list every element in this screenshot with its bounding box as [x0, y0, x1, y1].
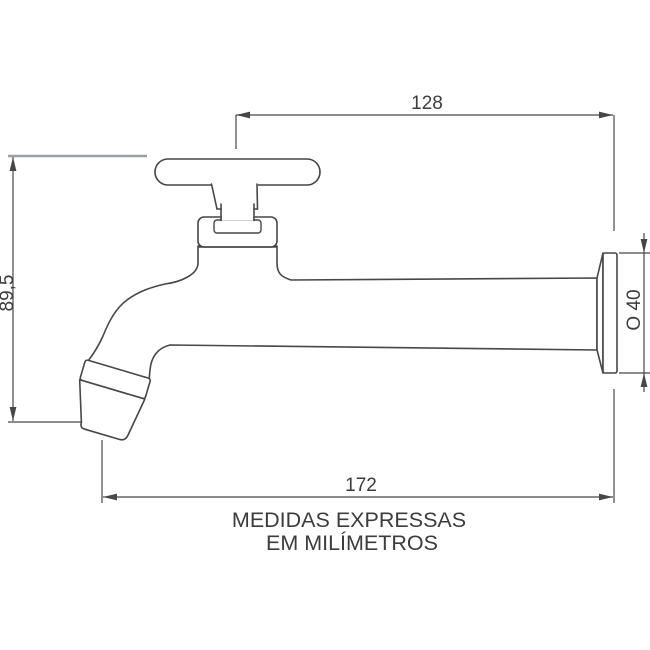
- arrowhead-down: [9, 407, 17, 421]
- faucet-outline: [78, 158, 618, 441]
- caption: MEDIDAS EXPRESSAS EM MILÍMETROS: [232, 508, 466, 555]
- dimension-label-128: 128: [411, 93, 443, 114]
- caption-line-1: MEDIDAS EXPRESSAS: [232, 508, 466, 532]
- dimension-label-o40: O 40: [624, 289, 645, 330]
- arrowhead-right: [599, 111, 613, 119]
- dimension-top-offset: 128: [235, 93, 615, 231]
- wall-flange-cone: [596, 252, 604, 374]
- arrowhead-up: [640, 373, 648, 387]
- arrowhead-down: [640, 239, 648, 253]
- wall-flange-plate: [602, 252, 618, 374]
- arrowhead-right: [599, 493, 613, 501]
- dimension-overall-length: 172: [101, 389, 615, 503]
- dimension-flange-diameter: O 40: [619, 233, 650, 392]
- aerator-outlet: [78, 359, 152, 441]
- arrowhead-up: [9, 157, 17, 171]
- dimension-overall-height: 89,5: [0, 154, 147, 423]
- dimension-label-172: 172: [345, 475, 377, 496]
- arrowhead-left: [236, 111, 250, 119]
- aerator-band: [79, 359, 152, 400]
- caption-line-2: EM MILÍMETROS: [266, 530, 438, 555]
- gland-collar: [213, 219, 262, 234]
- arrowhead-left: [103, 493, 117, 501]
- faucet-body-spout: [87, 245, 598, 382]
- stem-neck: [220, 203, 255, 222]
- dimension-label-89-5: 89,5: [0, 275, 18, 312]
